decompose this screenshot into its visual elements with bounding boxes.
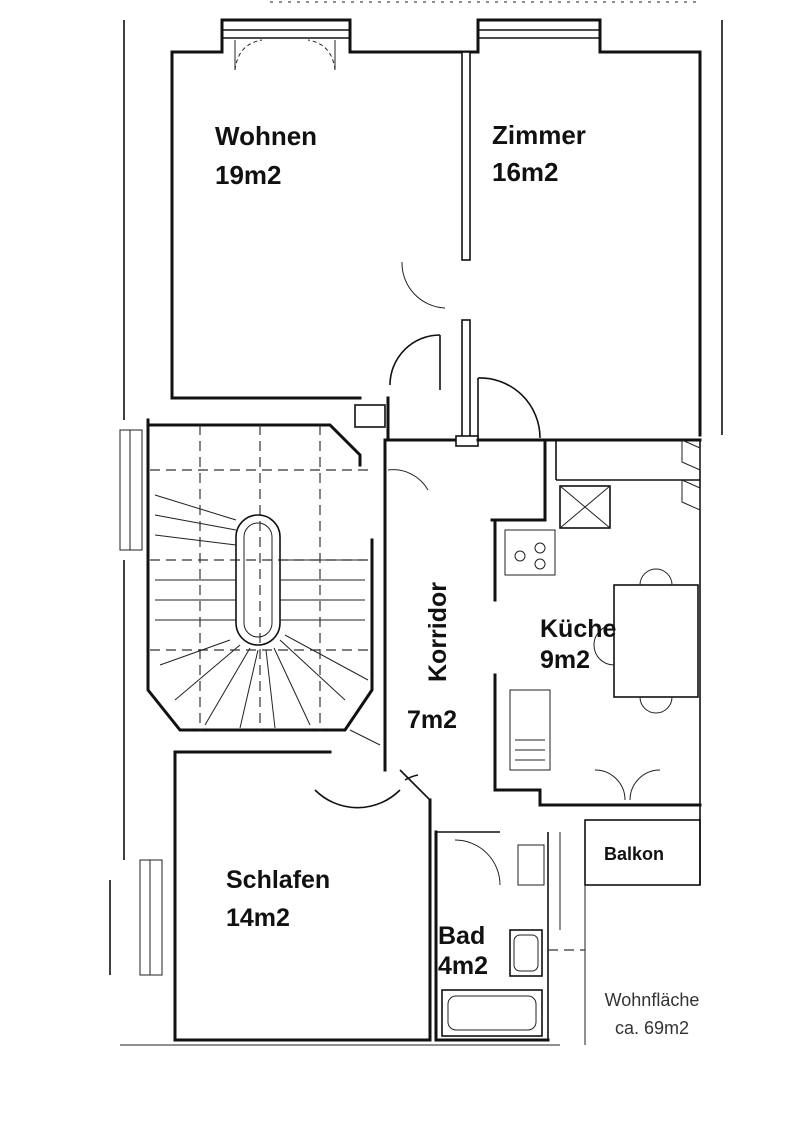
- bad-walls: [434, 830, 585, 1042]
- schlafen-walls: [139, 750, 432, 1042]
- room-area-bad: 4m2: [438, 952, 488, 980]
- room-name-kueche: Küche: [540, 615, 617, 643]
- outer-building-lines: [109, 20, 723, 1046]
- room-area-schlafen: 14m2: [226, 904, 290, 932]
- balkon-area: [584, 819, 701, 1045]
- stairwell: [119, 418, 381, 746]
- zimmer-walls: [461, 18, 702, 441]
- room-name-balkon: Balkon: [604, 844, 664, 864]
- kueche-walls: [493, 438, 702, 807]
- summary-line2: ca. 69m2: [615, 1018, 689, 1038]
- room-area-kueche: 9m2: [540, 646, 590, 674]
- room-name-bad: Bad: [438, 922, 485, 950]
- summary-line1: Wohnfläche: [605, 990, 700, 1010]
- room-name-zimmer: Zimmer: [492, 120, 586, 150]
- corridor-walls: [314, 438, 431, 809]
- corridor-top-doors: [354, 261, 547, 522]
- room-name-wohnen: Wohnen: [215, 121, 317, 151]
- room-name-korridor: Korridor: [424, 582, 452, 682]
- room-area-korridor: 7m2: [407, 706, 457, 734]
- room-area-zimmer: 16m2: [492, 157, 559, 187]
- wohnen-walls: [170, 18, 470, 400]
- room-name-schlafen: Schlafen: [226, 866, 330, 894]
- room-area-wohnen: 19m2: [215, 160, 282, 190]
